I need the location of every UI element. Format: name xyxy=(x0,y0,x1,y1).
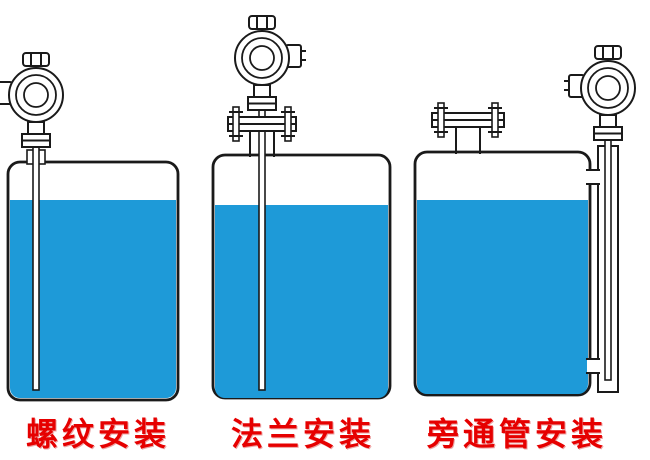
label-threaded-installation: 螺纹安装 xyxy=(25,415,170,453)
liquid-level-3 xyxy=(417,200,588,394)
label-bypass-installation: 旁通管安装 xyxy=(426,415,607,453)
mounting-flange xyxy=(227,106,297,142)
label-flange-installation: 法兰安装 xyxy=(230,415,375,453)
level-transmitter-3 xyxy=(563,45,636,141)
level-transmitter-2 xyxy=(234,15,307,111)
tank-bypass-group xyxy=(413,45,636,397)
probe-rod-3 xyxy=(604,131,612,381)
installation-diagram xyxy=(0,15,636,402)
bypass-bottom-connection xyxy=(586,358,600,374)
probe-rod-1 xyxy=(32,139,40,391)
level-transmitter-1 xyxy=(0,52,64,148)
tank-flange-group xyxy=(211,15,392,400)
tank-threaded-group xyxy=(0,52,180,402)
liquid-level-2 xyxy=(215,205,388,398)
bypass-top-connection xyxy=(586,169,600,185)
blind-flange-nozzle xyxy=(431,102,505,154)
probe-rod-2 xyxy=(258,99,266,391)
